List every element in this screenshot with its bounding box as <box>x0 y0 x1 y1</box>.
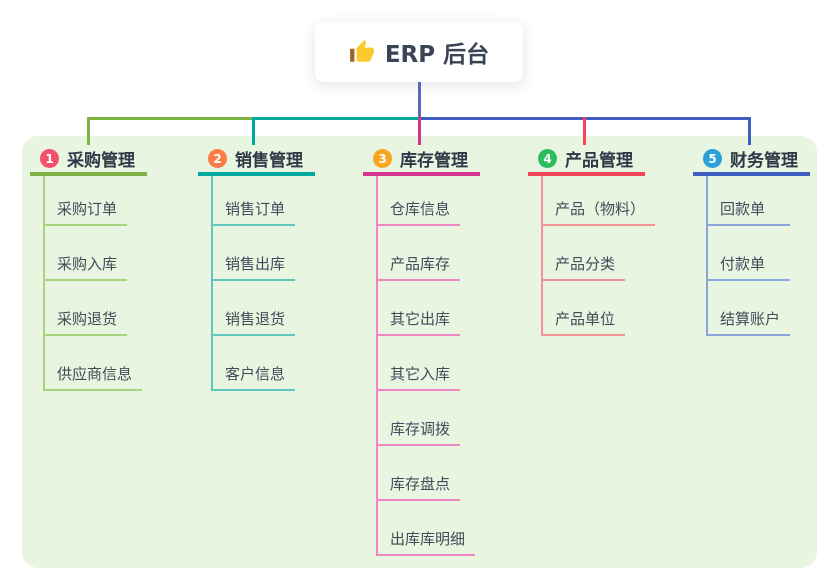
child-node[interactable]: 产品库存 <box>378 226 461 281</box>
child-node[interactable]: 结算账户 <box>708 281 791 336</box>
bus-segment-teal <box>251 117 418 120</box>
child-node[interactable]: 回款单 <box>708 176 790 226</box>
branch-header[interactable]: 4 产品管理 <box>528 145 645 176</box>
child-node[interactable]: 产品（物料） <box>543 176 656 226</box>
child-node[interactable]: 销售退货 <box>213 281 296 336</box>
child-node[interactable]: 库存盘点 <box>378 446 461 501</box>
branch-3: 3 库存管理仓库信息产品库存其它出库其它入库库存调拨库存盘点出库库明细 <box>363 145 480 556</box>
child-node[interactable]: 采购退货 <box>45 281 128 336</box>
child-node[interactable]: 库存调拨 <box>378 391 461 446</box>
branch-title: 库存管理 <box>400 151 468 171</box>
child-node[interactable]: 仓库信息 <box>378 176 461 226</box>
child-node[interactable]: 产品分类 <box>543 226 626 281</box>
branch-5: 5 财务管理回款单付款单结算账户 <box>693 145 810 336</box>
child-node[interactable]: 客户信息 <box>213 336 296 391</box>
child-node[interactable]: 出库库明细 <box>378 501 476 556</box>
branch-connector <box>251 117 255 145</box>
bus-segment-green <box>86 117 252 120</box>
branch-children: 产品（物料）产品分类产品单位 <box>541 176 656 336</box>
branch-header[interactable]: 2 销售管理 <box>198 145 315 176</box>
child-node[interactable]: 销售订单 <box>213 176 296 226</box>
branch-title: 财务管理 <box>730 151 798 171</box>
branch-children: 销售订单销售出库销售退货客户信息 <box>211 176 296 391</box>
branch-children: 采购订单采购入库采购退货供应商信息 <box>43 176 143 391</box>
branch-number-badge: 2 <box>208 149 227 168</box>
root-node[interactable]: ERP 后台 <box>315 22 523 82</box>
branch-number-badge: 5 <box>703 149 722 168</box>
child-node[interactable]: 产品单位 <box>543 281 626 336</box>
child-node[interactable]: 销售出库 <box>213 226 296 281</box>
branch-title: 产品管理 <box>565 151 633 171</box>
child-node[interactable]: 付款单 <box>708 226 790 281</box>
branch-connector <box>582 117 586 145</box>
branch-connector <box>747 117 751 145</box>
root-node-title: ERP 后台 <box>384 42 490 68</box>
branch-number-badge: 3 <box>373 149 392 168</box>
child-node[interactable]: 供应商信息 <box>45 336 143 391</box>
branch-header[interactable]: 1 采购管理 <box>30 145 147 176</box>
branch-connector <box>86 117 90 145</box>
mindmap-canvas <box>22 136 817 568</box>
child-node[interactable]: 其它入库 <box>378 336 461 391</box>
branch-1: 1 采购管理采购订单采购入库采购退货供应商信息 <box>30 145 147 391</box>
branch-header[interactable]: 3 库存管理 <box>363 145 480 176</box>
root-connector <box>417 82 421 117</box>
branch-title: 销售管理 <box>235 151 303 171</box>
branch-title: 采购管理 <box>67 151 135 171</box>
branch-children: 回款单付款单结算账户 <box>706 176 791 336</box>
branch-header[interactable]: 5 财务管理 <box>693 145 810 176</box>
branch-number-badge: 1 <box>40 149 59 168</box>
branch-4: 4 产品管理产品（物料）产品分类产品单位 <box>528 145 656 336</box>
child-node[interactable]: 采购入库 <box>45 226 128 281</box>
branch-2: 2 销售管理销售订单销售出库销售退货客户信息 <box>198 145 315 391</box>
branch-number-badge: 4 <box>538 149 557 168</box>
branch-children: 仓库信息产品库存其它出库其它入库库存调拨库存盘点出库库明细 <box>376 176 476 556</box>
thumbs-up-icon <box>349 39 375 65</box>
branch-connector <box>417 117 421 145</box>
child-node[interactable]: 采购订单 <box>45 176 128 226</box>
child-node[interactable]: 其它出库 <box>378 281 461 336</box>
